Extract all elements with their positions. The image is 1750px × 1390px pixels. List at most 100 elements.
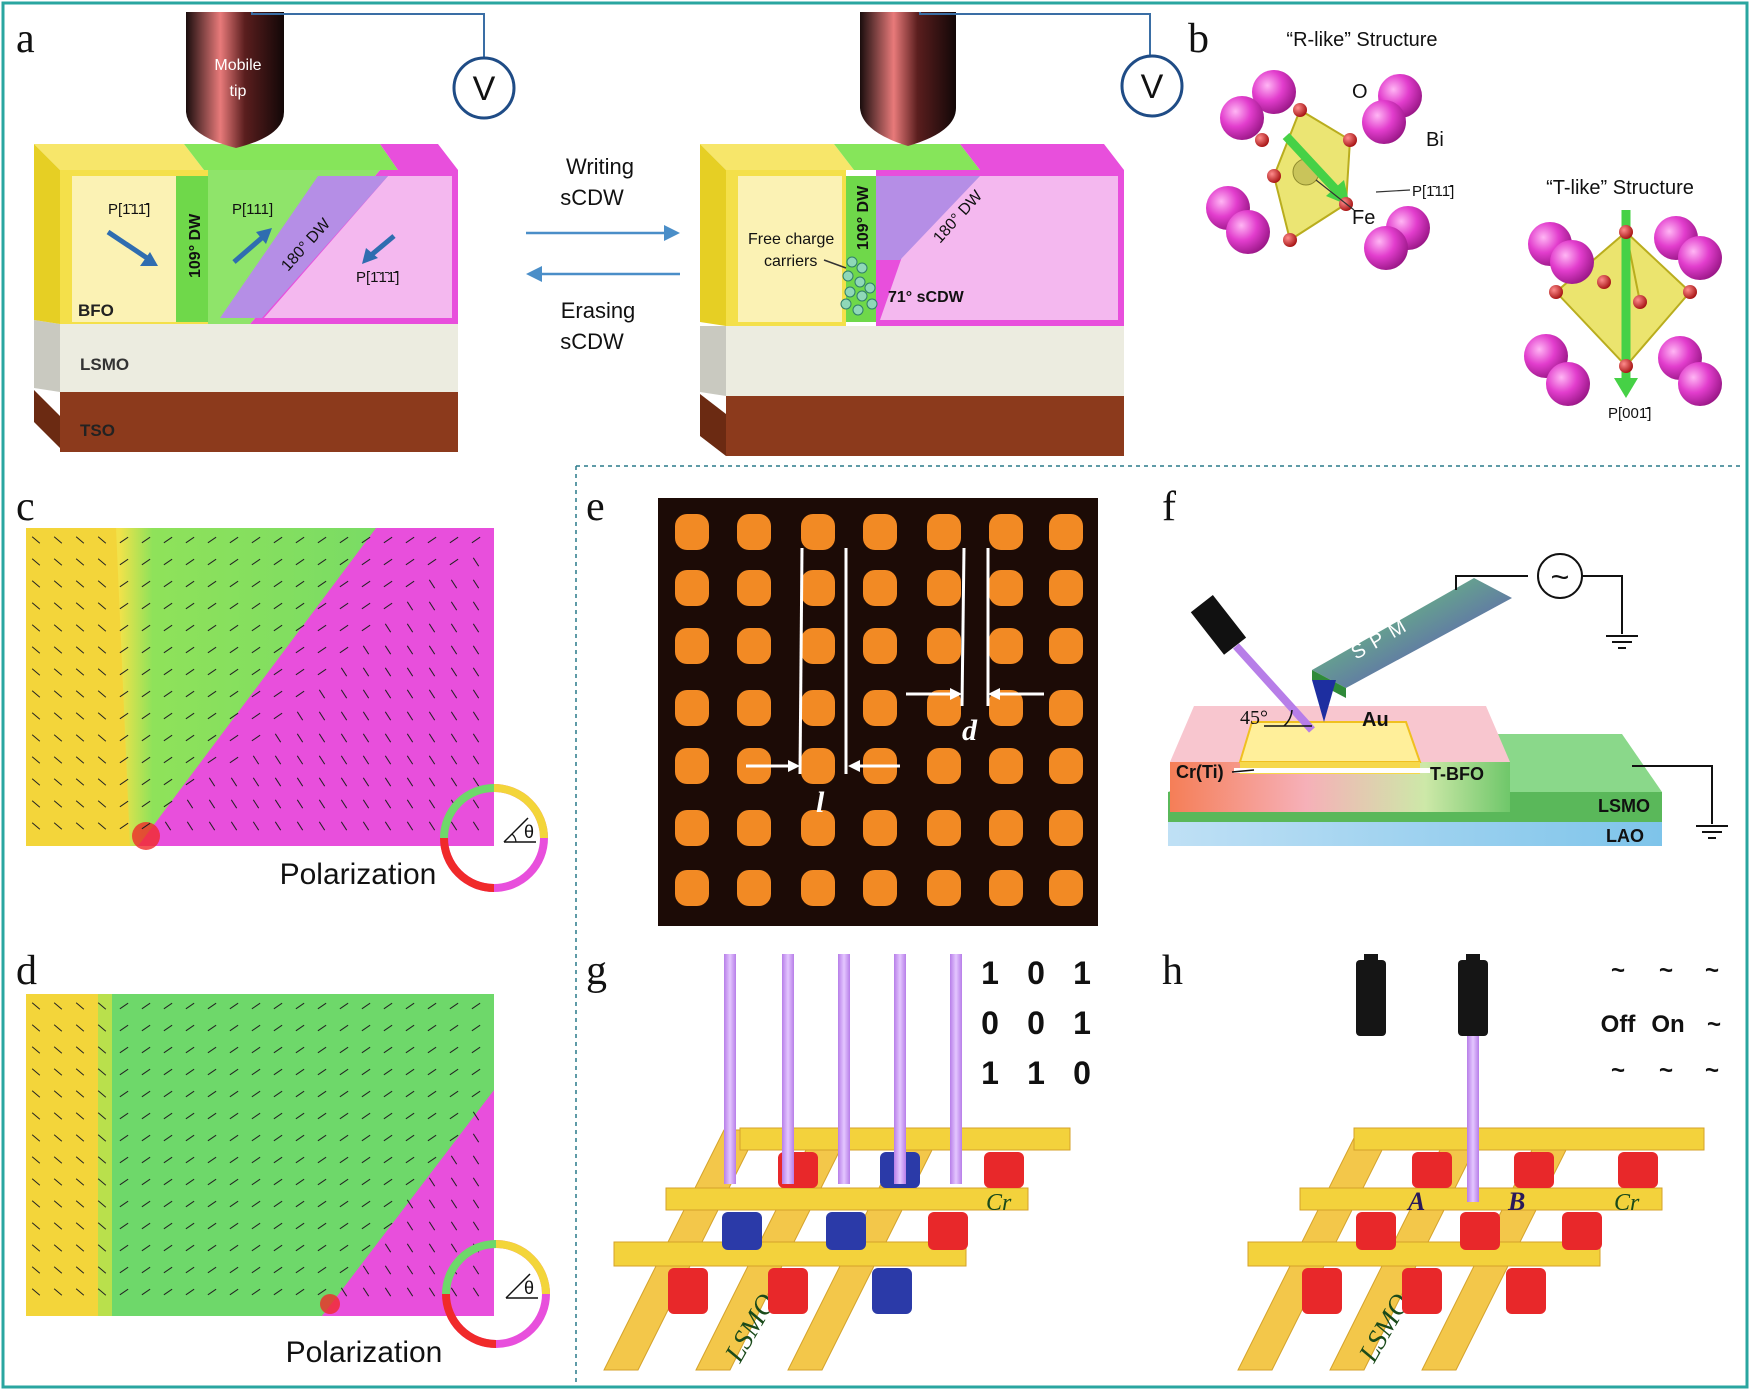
polarization-vector (97, 712, 107, 720)
polarization-vector (97, 1068, 107, 1076)
polarization-vector (97, 1002, 107, 1010)
polarization-vector (406, 667, 414, 677)
polarization-vector (362, 667, 370, 677)
polarization-vector (428, 1265, 436, 1275)
polarization-vector (185, 580, 195, 588)
polarization-vector (251, 1156, 261, 1164)
polarization-vector (296, 733, 304, 743)
polarization-vector (185, 712, 195, 720)
polarization-vector (229, 1244, 239, 1252)
polarization-vector (273, 536, 283, 544)
polarization-vector (163, 756, 173, 764)
polarization-vector (185, 1200, 195, 1208)
polarization-vector (53, 1068, 63, 1076)
polarization-vector (472, 667, 480, 677)
polarization-vector (185, 624, 195, 632)
f-angle-arc (1283, 709, 1293, 727)
polarization-vector (163, 1200, 173, 1208)
polarization-vector (75, 1156, 85, 1164)
domain-spot (801, 748, 835, 784)
domain-spot (1049, 570, 1083, 606)
polarization-vector (472, 557, 480, 567)
panel-a-letter: a (16, 16, 35, 62)
polarization-vector (428, 799, 436, 809)
polarization-vector (450, 777, 458, 787)
domain-spot (801, 570, 835, 606)
polarization-vector (339, 624, 349, 632)
polarization-vector (163, 1046, 173, 1054)
polarization-vector (362, 689, 370, 699)
domain-spot (927, 570, 961, 606)
bfo-inner-pink (264, 176, 452, 318)
o-atom (1619, 225, 1633, 239)
f-label-au: Au (1362, 709, 1389, 731)
panel-b: b “R-like” Structure O Bi Fe P[1̄1 (1188, 16, 1722, 422)
polarization-vector (141, 1112, 151, 1120)
polarization-vector (119, 690, 129, 698)
polarization-vector (141, 778, 151, 786)
polarization-vector (229, 580, 239, 588)
domain-spot (927, 514, 961, 550)
polarization-vector (384, 1243, 392, 1253)
d-theta-label: θ (524, 1278, 534, 1298)
polarization-vector (207, 734, 217, 742)
h-label-b: B (1507, 1187, 1525, 1216)
tso-layer-r (726, 394, 1124, 456)
f-ground-bottom (1696, 825, 1728, 839)
polarization-vector (119, 1222, 129, 1230)
label-p-left: P[1̄11̄] (108, 201, 150, 218)
polarization-vector (450, 689, 458, 699)
polarization-vector (472, 755, 480, 765)
polarization-vector (405, 580, 415, 588)
polarization-vector (141, 1134, 151, 1142)
polarization-vector (274, 755, 282, 765)
c-yellow-domain (26, 528, 130, 846)
polarization-vector (141, 1266, 151, 1274)
polarization-vector (318, 799, 326, 809)
polarization-vector (207, 602, 217, 610)
g-cr-bar-mid (665, 1187, 1029, 1211)
polarization-vector (75, 536, 85, 544)
polarization-vector (185, 734, 195, 742)
polarization-vector (383, 1046, 393, 1054)
polarization-vector (339, 558, 349, 566)
polarization-vector (405, 1068, 415, 1076)
polarization-vector (449, 1046, 459, 1054)
polarization-vector (361, 1222, 371, 1230)
polarization-vector (31, 800, 41, 808)
domain-spot (989, 570, 1023, 606)
polarization-vector (406, 1199, 414, 1209)
voltmeter-left (452, 56, 516, 120)
polarization-vector (185, 1288, 195, 1296)
domain-spot (989, 810, 1023, 846)
polarization-vector (362, 711, 370, 721)
domain-spot (989, 870, 1023, 906)
polarization-vector (75, 558, 85, 566)
polarization-vector (428, 821, 436, 831)
bfo-side (34, 144, 60, 324)
polarization-vector (383, 1200, 393, 1208)
polarization-vector (427, 1024, 437, 1032)
domain-spot (927, 810, 961, 846)
polarization-vector (229, 1178, 239, 1186)
polarization-vector (472, 799, 480, 809)
polarization-vector (339, 1046, 349, 1054)
writing-label-2: sCDW (560, 185, 624, 210)
polarization-vector (208, 821, 216, 831)
d-yellow-green-blend (98, 994, 112, 1316)
polarization-vector (383, 602, 393, 610)
bi-atom (1362, 100, 1406, 144)
polarization-vector (229, 1046, 239, 1054)
polarization-vector (31, 602, 41, 610)
polarization-vector (362, 733, 370, 743)
p-r-pointer (1375, 189, 1411, 193)
d-yellow-domain (26, 994, 104, 1316)
polarization-vector (273, 1156, 283, 1164)
polarization-vector (384, 799, 392, 809)
writing-label-1: Writing (566, 154, 634, 179)
polarization-vector (53, 668, 63, 676)
domain-spot (989, 514, 1023, 550)
label-bi: Bi (1426, 129, 1444, 151)
domain-spot (863, 810, 897, 846)
polarization-vector (53, 800, 63, 808)
